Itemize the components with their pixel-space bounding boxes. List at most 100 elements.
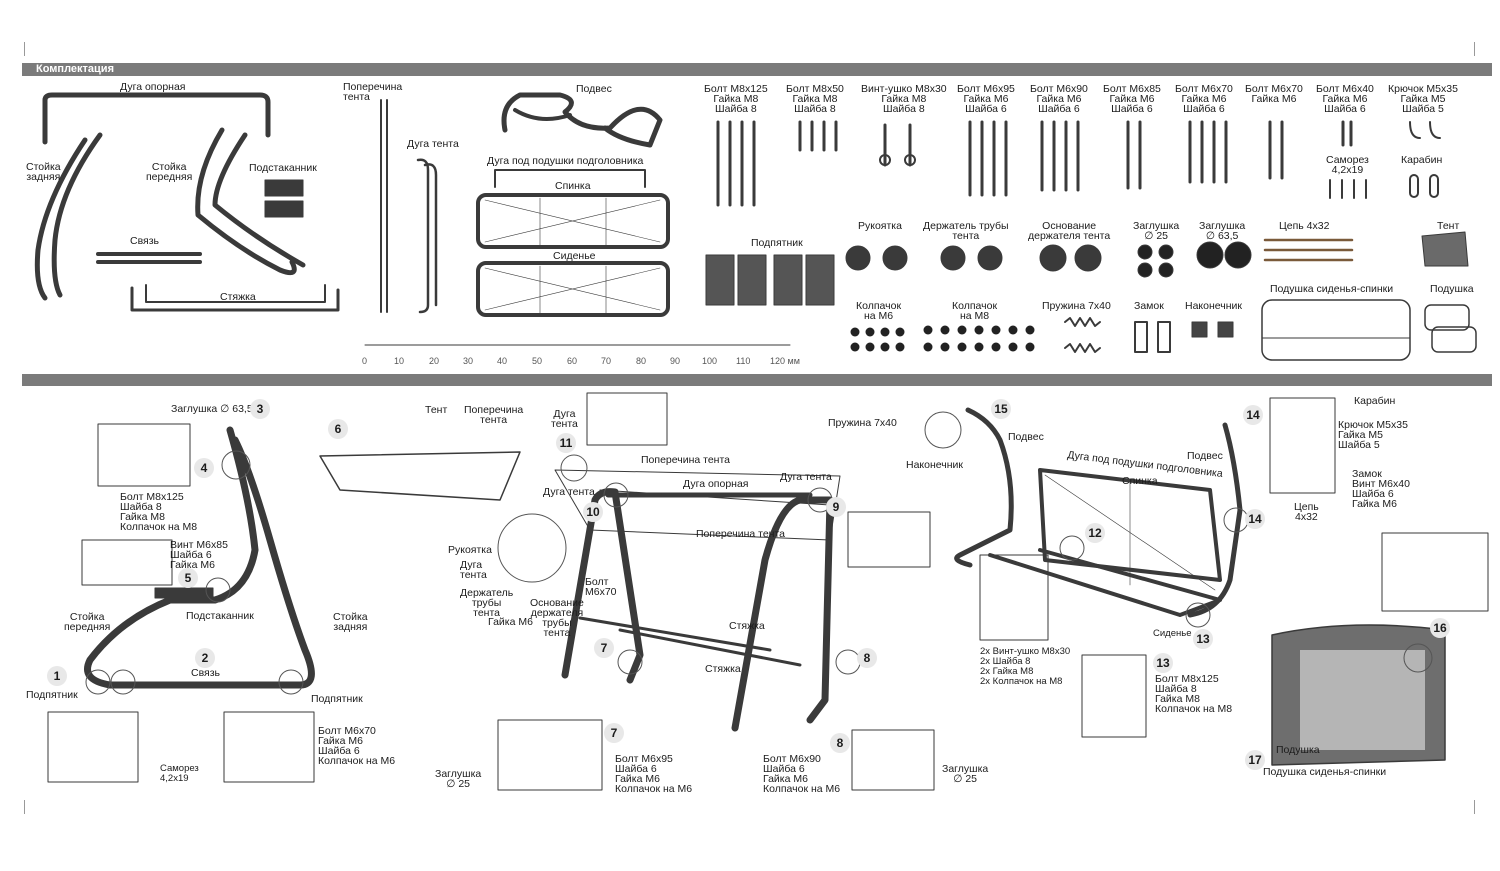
support-arch (42, 92, 271, 145)
label-handle-step10: Рукоятка (448, 544, 492, 556)
label-brace: Стяжка (220, 291, 256, 303)
hanger (501, 92, 663, 148)
label-plug-63: Заглушка∅ 63,5 (1199, 220, 1246, 242)
front-post (195, 127, 297, 276)
label-crossbar-step11: Поперечина тента (641, 454, 730, 466)
label-canopy-arch: Дуга тента (407, 138, 459, 150)
label-main-crossbar: Поперечина тента (696, 528, 785, 540)
label-backrest: Спинка (555, 180, 591, 192)
label-seat-cushion: Подушка сиденья-спинки (1270, 283, 1394, 295)
step-badge-10: 10 (583, 502, 603, 522)
label-main-arch-left: Дуга тента (543, 486, 595, 498)
section-header-bar (22, 63, 1492, 76)
section-title: Комплектация (36, 63, 114, 75)
label-spring: Пружина 7х40 (1042, 300, 1111, 312)
label-hanger: Подвес (576, 83, 612, 95)
seat (476, 261, 670, 317)
step-badge-7b: 7 (594, 638, 614, 658)
step8-plug: Заглушка∅ 25 (942, 763, 989, 785)
label-carabiner: Карабин (1401, 154, 1443, 166)
step-badge-9: 9 (826, 497, 846, 517)
step-badge-3: 3 (250, 399, 270, 419)
step-badge-5: 5 (178, 568, 198, 588)
label-tip-step15: Наконечник (906, 459, 963, 471)
label-handle: Рукоятка (858, 220, 902, 232)
label-carabiner-step14: Карабин (1354, 395, 1396, 407)
crop-mark (1474, 42, 1475, 56)
label-main-support-arch: Дуга опорная (683, 478, 749, 490)
backrest (476, 193, 670, 249)
label-spring-step15: Пружина 7х40 (828, 417, 897, 429)
canopy-arch (416, 158, 430, 314)
label-lock: Замок (1134, 300, 1164, 312)
label-foot-pad-step: Подпятник (26, 689, 78, 701)
brace (130, 286, 340, 312)
label-seat-cushion-step17: Подушка сиденья-спинки (1263, 766, 1387, 778)
step-badge-12: 12 (1085, 523, 1105, 543)
step-badge-2: 2 (195, 648, 215, 668)
step-badge-6: 6 (328, 419, 348, 439)
label-canopy-step: Тент (425, 404, 448, 416)
label-main-brace: Стяжка (729, 620, 765, 632)
label-chain: Цепь 4х32 (1279, 220, 1330, 232)
label-seat: Сиденье (553, 250, 596, 262)
step7-plug: Заглушка∅ 25 (435, 768, 482, 790)
label-foot-pad: Подпятник (751, 237, 803, 249)
step-badge-15: 15 (991, 399, 1011, 419)
step-badge-4: 4 (194, 458, 214, 478)
step-badge-13b: 13 (1193, 629, 1213, 649)
label-plug-63-step: Заглушка ∅ 63,5 (171, 403, 253, 415)
step-badge-16: 16 (1430, 618, 1450, 638)
label-plug-25: Заглушка∅ 25 (1133, 220, 1180, 242)
label-tie-bar-step: Связь (191, 667, 221, 679)
step-badge-14: 14 (1243, 405, 1263, 425)
crop-mark (24, 800, 25, 814)
label-tip: Наконечник (1185, 300, 1242, 312)
label-cushion: Подушка (1430, 283, 1474, 295)
step-badge-11: 11 (556, 433, 576, 453)
step-badge-13: 13 (1153, 653, 1173, 673)
label-backrest-step15: Спинка (1122, 475, 1158, 487)
label-seat-step13: Сиденье (1153, 628, 1192, 639)
label-cup-holder: Подстаканник (249, 162, 317, 174)
step-badge-14b: 14 (1245, 509, 1265, 529)
rear-post (51, 132, 103, 298)
step-badge-1: 1 (47, 666, 67, 686)
label-main-arch-right: Дуга тента (780, 471, 832, 483)
section-divider-bar (22, 374, 1492, 386)
label-foot-pad-step2: Подпятник (311, 693, 363, 705)
